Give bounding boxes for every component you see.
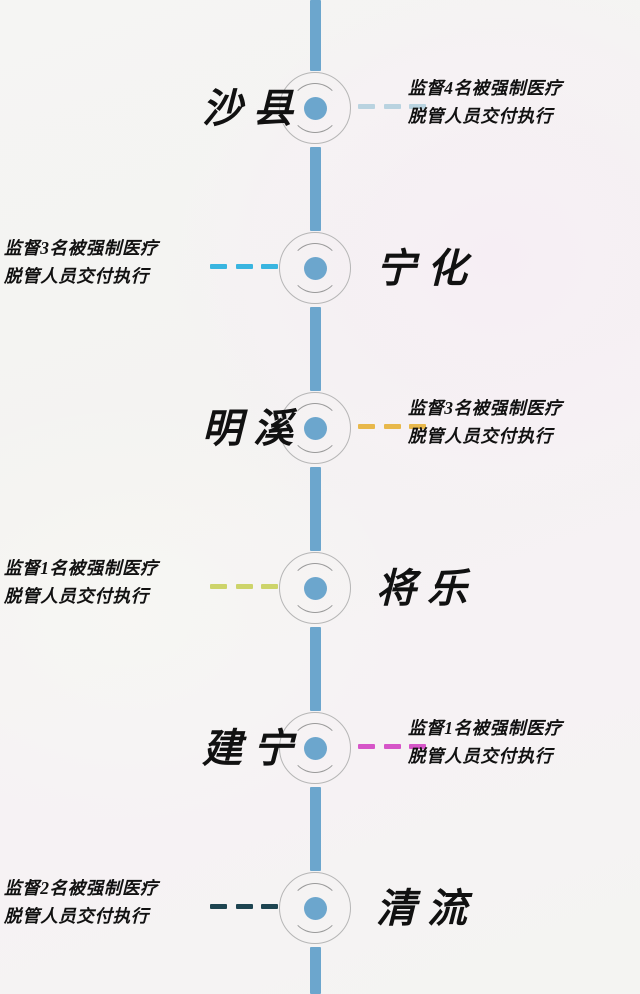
axis-segment-6	[310, 947, 321, 994]
node-outer-ring-icon	[279, 552, 351, 624]
connector-dash	[409, 104, 426, 109]
node-inner-arc-icon	[290, 883, 340, 933]
connector-dash	[210, 904, 227, 909]
node-description-shaxian: 监督4名被强制医疗脱管人员交付执行	[408, 74, 634, 130]
node-marker-icon[interactable]	[279, 392, 353, 466]
node-connector-jiangle	[210, 584, 278, 589]
node-marker-icon[interactable]	[279, 552, 353, 626]
connector-dash	[358, 104, 375, 109]
timeline-node-jiangle[interactable]: 将乐 监督1名被强制医疗脱管人员交付执行	[0, 532, 640, 652]
node-outer-ring-icon	[279, 712, 351, 784]
node-inner-arc-icon	[290, 403, 340, 453]
node-marker-icon[interactable]	[279, 872, 353, 946]
node-dot-icon	[304, 97, 327, 120]
node-description-ninghua: 监督3名被强制医疗脱管人员交付执行	[4, 234, 230, 290]
node-dot-icon	[304, 737, 327, 760]
node-inner-arc-icon	[290, 243, 340, 293]
node-connector-jianning	[358, 744, 426, 749]
description-line-1: 监督3名被强制医疗	[4, 238, 159, 258]
connector-dash	[261, 584, 278, 589]
county-label-shaxian: 沙县	[202, 86, 304, 131]
axis-segment-3	[310, 467, 321, 551]
connector-dash	[409, 744, 426, 749]
node-dot-icon	[304, 417, 327, 440]
description-line-2: 脱管人员交付执行	[4, 906, 149, 926]
node-dot-icon	[304, 577, 327, 600]
connector-dash	[358, 744, 375, 749]
node-connector-mingxi	[358, 424, 426, 429]
connector-dash	[358, 424, 375, 429]
axis-segment-1	[310, 147, 321, 231]
description-line-1: 监督3名被强制医疗	[408, 398, 563, 418]
axis-segment-2	[310, 307, 321, 391]
connector-dash	[261, 264, 278, 269]
county-label-qingliu: 清流	[376, 886, 478, 931]
connector-dash	[210, 264, 227, 269]
node-connector-ninghua	[210, 264, 278, 269]
county-label-mingxi: 明溪	[202, 406, 304, 451]
description-line-2: 脱管人员交付执行	[408, 746, 553, 766]
description-line-2: 脱管人员交付执行	[408, 426, 553, 446]
timeline-node-ninghua[interactable]: 宁化 监督3名被强制医疗脱管人员交付执行	[0, 212, 640, 332]
node-description-jiangle: 监督1名被强制医疗脱管人员交付执行	[4, 554, 230, 610]
node-inner-arc-icon	[290, 723, 340, 773]
description-line-2: 脱管人员交付执行	[4, 586, 149, 606]
node-outer-ring-icon	[279, 72, 351, 144]
county-label-ninghua: 宁化	[376, 246, 478, 291]
node-outer-ring-icon	[279, 392, 351, 464]
axis-segment-5	[310, 787, 321, 871]
connector-dash	[235, 264, 253, 269]
connector-dash	[261, 904, 278, 909]
description-line-2: 脱管人员交付执行	[408, 106, 553, 126]
node-marker-icon[interactable]	[279, 232, 353, 306]
node-description-qingliu: 监督2名被强制医疗脱管人员交付执行	[4, 874, 230, 930]
description-line-1: 监督1名被强制医疗	[408, 718, 563, 738]
axis-segment-0	[310, 0, 321, 71]
node-outer-ring-icon	[279, 232, 351, 304]
description-line-1: 监督1名被强制医疗	[4, 558, 159, 578]
connector-dash	[383, 424, 401, 429]
timeline-node-shaxian[interactable]: 沙县 监督4名被强制医疗脱管人员交付执行	[0, 52, 640, 172]
timeline-node-mingxi[interactable]: 明溪 监督3名被强制医疗脱管人员交付执行	[0, 372, 640, 492]
county-label-jianning: 建宁	[202, 726, 304, 771]
node-dot-icon	[304, 897, 327, 920]
county-label-jiangle: 将乐	[376, 566, 478, 611]
node-description-jianning: 监督1名被强制医疗脱管人员交付执行	[408, 714, 634, 770]
connector-dash	[383, 104, 401, 109]
description-line-1: 监督2名被强制医疗	[4, 878, 159, 898]
connector-dash	[409, 424, 426, 429]
connector-dash	[383, 744, 401, 749]
node-outer-ring-icon	[279, 872, 351, 944]
connector-dash	[235, 584, 253, 589]
node-connector-qingliu	[210, 904, 278, 909]
node-connector-shaxian	[358, 104, 426, 109]
node-inner-arc-icon	[290, 563, 340, 613]
timeline-node-jianning[interactable]: 建宁 监督1名被强制医疗脱管人员交付执行	[0, 692, 640, 812]
timeline-node-qingliu[interactable]: 清流 监督2名被强制医疗脱管人员交付执行	[0, 852, 640, 972]
description-line-2: 脱管人员交付执行	[4, 266, 149, 286]
node-dot-icon	[304, 257, 327, 280]
node-inner-arc-icon	[290, 83, 340, 133]
node-marker-icon[interactable]	[279, 712, 353, 786]
node-description-mingxi: 监督3名被强制医疗脱管人员交付执行	[408, 394, 634, 450]
connector-dash	[210, 584, 227, 589]
connector-dash	[235, 904, 253, 909]
node-marker-icon[interactable]	[279, 72, 353, 146]
description-line-1: 监督4名被强制医疗	[408, 78, 563, 98]
axis-segment-4	[310, 627, 321, 711]
